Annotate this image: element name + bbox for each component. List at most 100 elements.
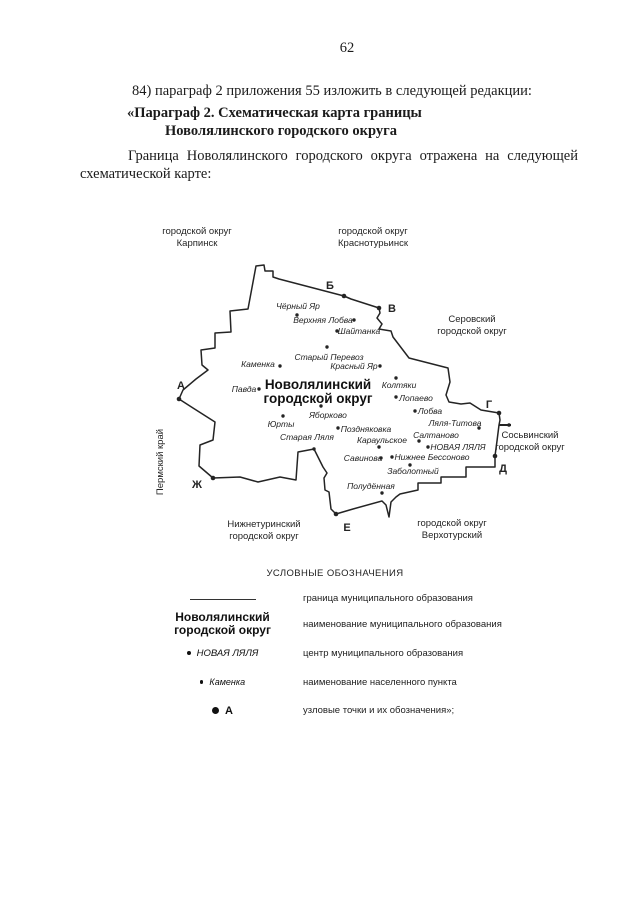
settlement-label: Павда (232, 384, 257, 394)
neighbor-label: Краснотурьинск (338, 238, 409, 249)
node-point-dot (496, 410, 502, 416)
district-name-line1: Новолялинский (175, 610, 270, 624)
neighbor-label: городской округ (437, 326, 507, 337)
settlement-label: НОВАЯ ЛЯЛЯ (430, 442, 485, 452)
settlement-dot (394, 395, 398, 399)
page-number: 62 (339, 40, 355, 56)
heading-line-1: «Параграф 2. Схематическая карта границы (127, 105, 422, 121)
settlement-dot (379, 456, 383, 460)
settlement-label: Савинова (344, 453, 383, 463)
neighbor-label: городской округ (338, 226, 408, 237)
settlement-dot (295, 313, 299, 317)
legend-text-settlement: наименование населенного пункта (303, 677, 457, 688)
legend-symbol-settlement: Каменка (150, 676, 295, 688)
settlement-dot (278, 364, 282, 368)
neighbor-label: Серовский (448, 314, 495, 325)
neighbor-label: городской округ (417, 518, 487, 529)
center-dot-icon (186, 651, 191, 655)
node-point-dot (333, 511, 339, 517)
node-point-dot (341, 293, 347, 299)
boundary-line-icon (189, 598, 256, 600)
settlement-label: Караульское (357, 435, 407, 445)
settlement-label: Поздняковка (341, 424, 392, 434)
settlement-label: Шайтанка (338, 326, 381, 336)
neighbor-label: Верхотурский (422, 530, 482, 541)
settlement-dot (335, 329, 339, 333)
settlement-dot (413, 409, 417, 413)
settlement-label: Верхняя Лобва (293, 315, 353, 325)
settlement-label: Каменка (241, 359, 275, 369)
center-sample-label: НОВАЯ ЛЯЛЯ (196, 647, 259, 659)
district-name-label: Новолялинский (265, 377, 371, 392)
settlement-dot (477, 426, 481, 430)
settlement-dot (378, 364, 382, 368)
node-sample-label: А (225, 704, 233, 717)
settlement-dot (336, 426, 340, 430)
body-line-1: Граница Новолялинского городского округа… (128, 148, 578, 164)
neighbor-label: Карпинск (177, 238, 219, 249)
neighbor-label: городской округ (229, 531, 299, 542)
neighbor-label: городской округ (162, 226, 232, 237)
node-point-dot (176, 396, 182, 402)
node-point-label: Д (499, 463, 507, 475)
settlement-label: Чёрный Яр (276, 301, 320, 311)
settlement-label: Лобва (417, 406, 443, 416)
node-point-dot (210, 475, 216, 481)
node-point-label: Г (486, 399, 493, 411)
boundary-spur-dot (507, 423, 511, 427)
legend-symbol-boundary (150, 592, 295, 606)
neighbor-label: Сосьвинский (502, 430, 559, 441)
legend-text-node: узловые точки и их обозначения»; (303, 705, 455, 716)
neighbor-label: Пермский край (155, 429, 166, 495)
settlement-dot (390, 455, 394, 459)
district-name-sample: Новолялинский городской округ (174, 611, 271, 637)
legend-symbol-district: Новолялинский городской округ (150, 611, 295, 637)
node-dot-icon (212, 707, 220, 714)
node-point-dot (492, 453, 498, 459)
settlement-label: Ляля-Титова (428, 418, 482, 428)
settlement-label: Старая Ляля (280, 432, 334, 442)
node-point-label: А (177, 380, 185, 392)
settlement-label: Нижнее Бессоново (395, 452, 470, 462)
settlement-label: Салтаново (413, 430, 459, 440)
legend-text-center: центр муниципального образования (303, 648, 464, 659)
district-name-label: городской округ (264, 391, 373, 406)
node-point-label: Ж (191, 479, 202, 491)
heading-line-2: Новолялинского городского округа (165, 123, 397, 139)
settlement-dot (408, 463, 412, 467)
settlement-dot (257, 387, 261, 391)
settlement-dot (352, 318, 356, 322)
municipal-boundary-path (178, 264, 501, 518)
settlement-dot (380, 491, 384, 495)
settlement-label: Красный Яр (330, 361, 378, 371)
node-point-dot (376, 305, 382, 311)
settlement-label: Старый Перевоз (294, 352, 363, 362)
paragraph-intro: 84) параграф 2 приложения 55 изложить в … (132, 83, 532, 99)
settlement-label: Колтяки (382, 380, 417, 390)
legend-title: УСЛОВНЫЕ ОБОЗНАЧЕНИЯ (266, 568, 404, 579)
settlement-dot (394, 376, 398, 380)
legend-symbol-node: А (150, 704, 295, 717)
district-name-line2: городской округ (174, 623, 271, 637)
settlement-dot (417, 439, 421, 443)
settlement-dot (281, 414, 285, 418)
settlement-dot-icon (199, 680, 204, 684)
settlement-label: Заболотный (387, 466, 439, 476)
settlement-label: Лопаево (398, 393, 433, 403)
body-line-2: схематической карте: (80, 166, 212, 182)
neighbor-label: Нижнетуринский (227, 519, 300, 530)
settlement-dot (319, 404, 323, 408)
settlement-label: Яборково (308, 410, 347, 420)
node-point-label: Е (343, 522, 350, 534)
legend-symbol-center: НОВАЯ ЛЯЛЯ (150, 647, 295, 659)
settlement-dot (377, 445, 381, 449)
settlement-label: Юрты (268, 419, 295, 429)
legend-text-boundary: граница муниципального образования (303, 593, 473, 604)
neighbor-label: городской округ (495, 442, 565, 453)
settlement-dot (325, 345, 329, 349)
node-point-label: Б (326, 280, 334, 292)
settlement-dot (426, 445, 430, 449)
settlement-sample-label: Каменка (209, 677, 246, 687)
